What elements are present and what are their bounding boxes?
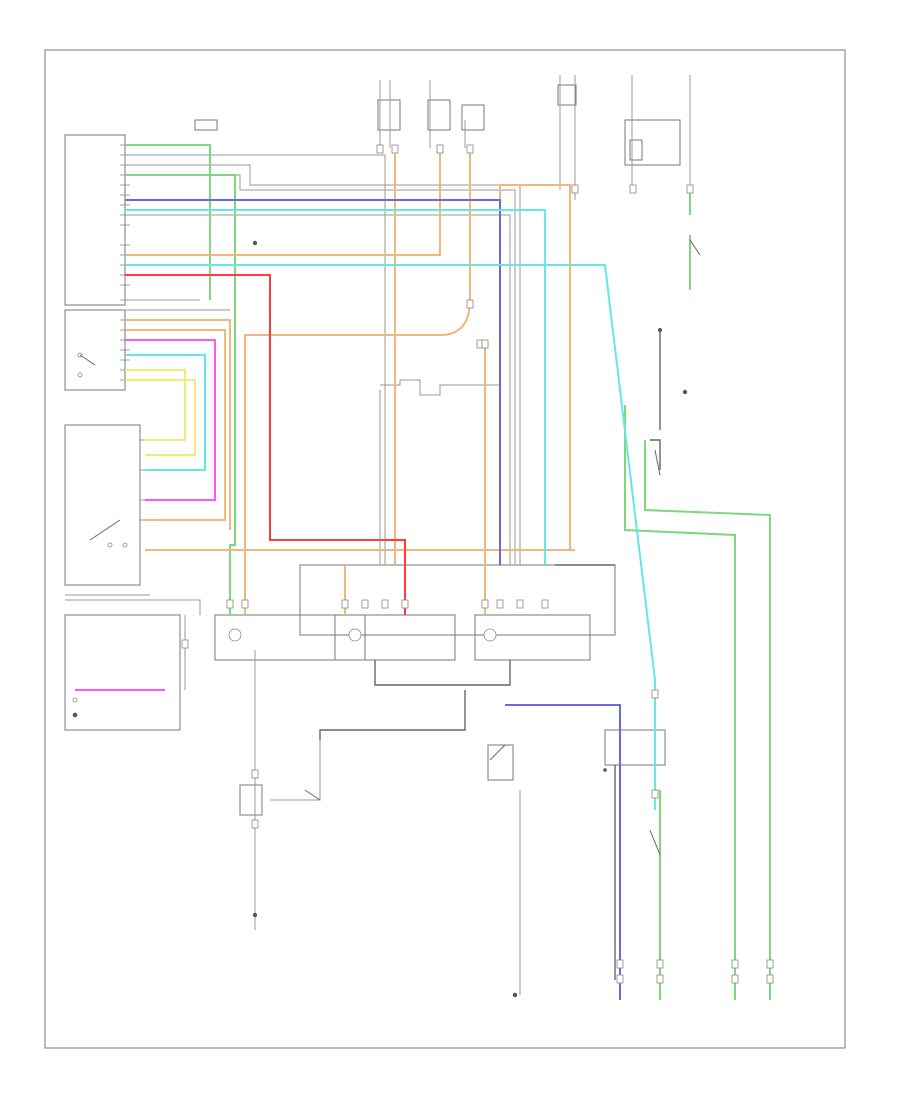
cyan-wire-3 bbox=[125, 354, 206, 471]
green-wire-2 bbox=[125, 174, 236, 615]
orange-wire-3 bbox=[244, 150, 471, 615]
yellow-wire-1 bbox=[125, 369, 186, 441]
green-wire-1 bbox=[125, 144, 211, 300]
green-wire-5 bbox=[644, 440, 771, 1000]
peach-wire bbox=[125, 329, 226, 521]
orange-wire-1 bbox=[125, 150, 441, 256]
orange-wire-8 bbox=[125, 319, 231, 530]
diagram-frame bbox=[44, 49, 846, 1049]
orange-wire-2 bbox=[125, 184, 571, 550]
cyan-wire-2 bbox=[125, 264, 656, 810]
magenta-wire-1 bbox=[125, 339, 216, 501]
left-connector-block bbox=[64, 134, 181, 731]
blue-wire-2 bbox=[505, 704, 621, 1000]
green-wire-4 bbox=[624, 405, 736, 1000]
yellow-wire-2 bbox=[125, 379, 196, 456]
connector-plugs bbox=[181, 144, 774, 984]
top-components bbox=[194, 75, 691, 200]
switch-symbols bbox=[304, 239, 701, 856]
gray-wires bbox=[65, 154, 661, 995]
colored-wires bbox=[75, 144, 771, 1000]
ground-points bbox=[73, 240, 688, 998]
blue-wire-1 bbox=[125, 199, 501, 565]
red-wire bbox=[125, 274, 406, 615]
middle-components bbox=[214, 564, 666, 816]
cyan-wire-1 bbox=[125, 209, 546, 565]
